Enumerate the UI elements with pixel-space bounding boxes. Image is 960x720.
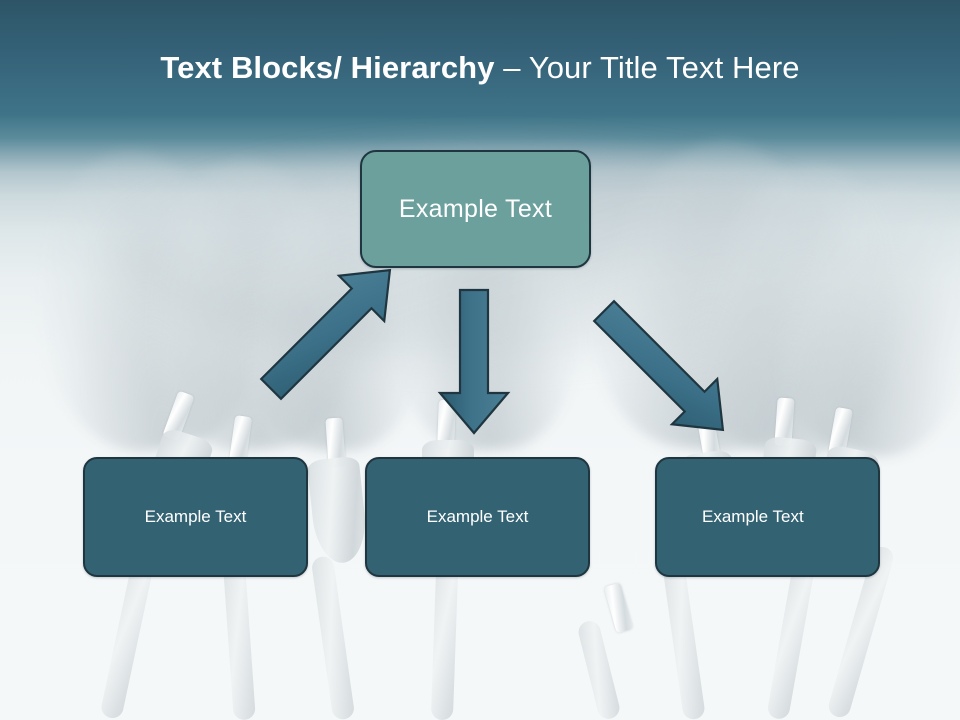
title-separator: – [494, 50, 529, 85]
arrow-right [592, 299, 725, 432]
arrow-center [437, 288, 511, 435]
title-bold-part: Text Blocks/ Hierarchy [160, 50, 495, 85]
child-box-center-label: Example Text [426, 507, 529, 526]
child-box-right-label: Example Text [702, 507, 804, 526]
child-box-left-label: Example Text [144, 507, 247, 526]
hierarchy-child-box-center[interactable]: Example Text [365, 457, 590, 577]
hierarchy-child-box-right[interactable]: Example Text [655, 457, 880, 577]
hierarchy-child-box-left[interactable]: Example Text [83, 457, 308, 577]
parent-box-label: Example Text [398, 194, 553, 223]
arrow-left [259, 268, 392, 401]
hierarchy-parent-box[interactable]: Example Text [360, 150, 591, 268]
slide-title: Text Blocks/ Hierarchy – Your Title Text… [0, 50, 960, 86]
title-light-part: Your Title Text Here [528, 50, 800, 85]
